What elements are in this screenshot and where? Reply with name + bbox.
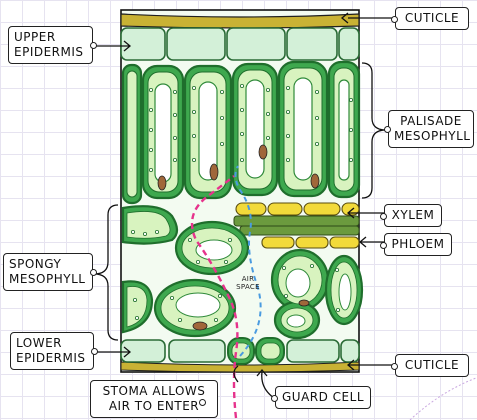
palisade-cells bbox=[123, 62, 359, 203]
phloem-tubes bbox=[262, 237, 359, 248]
label-upper-epidermis: UPPER EPIDERMIS bbox=[8, 26, 93, 64]
label-cuticle-top: CUTICLE bbox=[395, 7, 469, 30]
label-palisade-mesophyll: PALISADE MESOPHYLL bbox=[388, 110, 474, 148]
label-air-space: AIR SPACE bbox=[232, 275, 264, 291]
decorative-curl bbox=[410, 378, 476, 420]
label-guard-cell: GUARD CELL bbox=[275, 386, 371, 409]
label-lower-epidermis: LOWER EPIDERMIS bbox=[10, 332, 94, 370]
label-xylem: XYLEM bbox=[384, 204, 442, 227]
palisade-bracket bbox=[362, 63, 386, 198]
spongy-bracket bbox=[94, 205, 118, 340]
upper-epidermis-cells bbox=[121, 28, 359, 60]
label-phloem: PHLOEM bbox=[384, 233, 452, 256]
label-cuticle-bottom: CUTICLE bbox=[395, 354, 469, 377]
label-stoma: STOMA ALLOWS AIR TO ENTER bbox=[90, 380, 218, 418]
label-spongy-mesophyll: SPONGY MESOPHYLL bbox=[3, 253, 93, 291]
vascular-tissue bbox=[234, 216, 359, 235]
